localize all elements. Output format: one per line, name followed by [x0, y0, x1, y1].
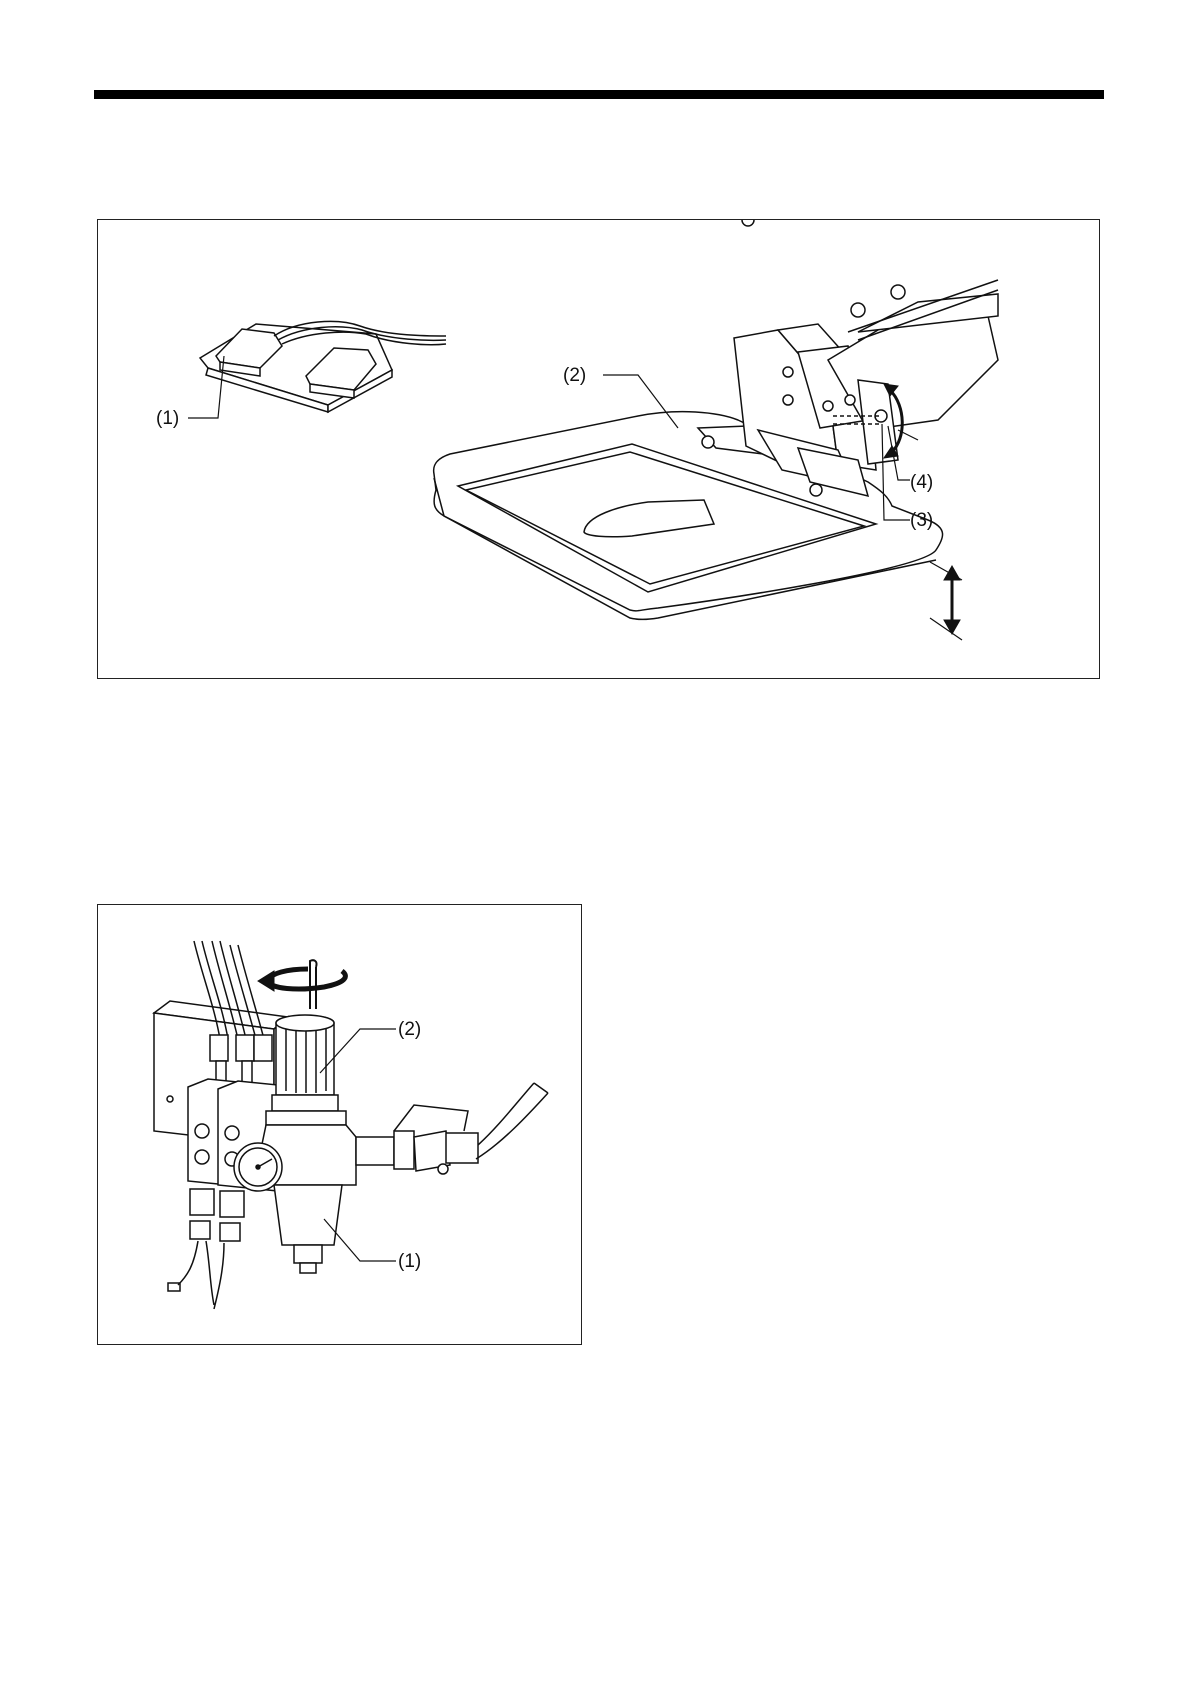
- double-arrow-icon: [930, 562, 962, 640]
- header-rule: [94, 90, 1104, 99]
- wire-icon: [168, 1241, 224, 1309]
- callout-2: (2): [398, 1019, 421, 1040]
- callout-1: (1): [398, 1251, 421, 1272]
- callout-3: (3): [910, 510, 933, 531]
- foot-switch-icon: [200, 321, 446, 412]
- air-regulator-icon: [256, 1015, 548, 1273]
- callout-2: (2): [563, 365, 586, 386]
- work-clamp-illustration: (1) (2): [98, 220, 1101, 680]
- figure-air-regulator: (2) (1): [97, 904, 582, 1345]
- callout-1: (1): [156, 408, 179, 429]
- air-regulator-illustration: (2) (1): [98, 905, 583, 1346]
- figure-work-clamp: (1) (2): [97, 219, 1100, 679]
- callout-4: (4): [910, 472, 933, 493]
- rotate-arrow-icon: [258, 960, 345, 1009]
- pressure-gauge-icon: [234, 1143, 282, 1191]
